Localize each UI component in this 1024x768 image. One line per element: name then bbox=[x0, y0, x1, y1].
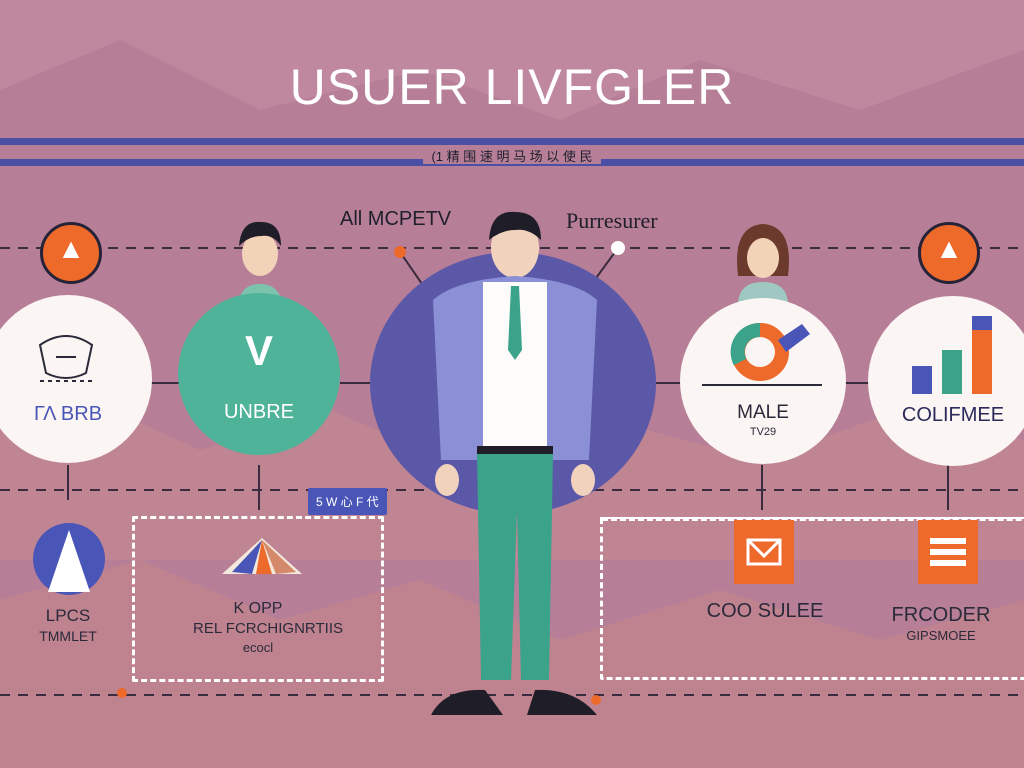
fan-icon bbox=[222, 538, 302, 574]
menu-lines-icon bbox=[930, 538, 966, 566]
basket-icon bbox=[38, 335, 94, 382]
subtitle-label: (1 精 围 速 明 马 场 以 使 民 bbox=[423, 149, 601, 164]
bottom-item2-subtitle: REL FCRCHIGNRTIIS bbox=[192, 620, 343, 637]
up-arrow-badge-right[interactable]: ▲ bbox=[918, 222, 980, 284]
card-unbre[interactable]: V UNBRE bbox=[178, 293, 340, 455]
up-arrow-icon: ▲ bbox=[57, 233, 85, 264]
bar-chart-icon bbox=[912, 316, 992, 394]
card-male-label: MALE bbox=[737, 402, 789, 423]
list-tile[interactable] bbox=[918, 520, 978, 584]
person-avatar-right bbox=[737, 224, 789, 302]
subtitle-text: (1 精 围 速 明 马 场 以 使 民 bbox=[0, 146, 1024, 165]
dashed-panel-left bbox=[132, 516, 384, 682]
bottom-item2-caption: ecocl bbox=[242, 640, 274, 655]
bottom-item1-subtitle: TMMLET bbox=[39, 628, 97, 644]
card-male[interactable]: MALE TV29 bbox=[680, 298, 846, 464]
subtitle-band: (1 精 围 速 明 马 场 以 使 民 bbox=[0, 138, 1024, 168]
up-arrow-icon: ▲ bbox=[935, 233, 963, 264]
card-colifmee-label: COLIFMEE bbox=[901, 404, 1005, 426]
card-male-sublabel: TV29 bbox=[749, 426, 777, 438]
card-colifmee[interactable]: COLIFMEE bbox=[868, 296, 1024, 466]
bottom-item4-subtitle: GIPSMOEE bbox=[906, 628, 976, 643]
cone-icon bbox=[33, 523, 105, 595]
donut-chart-icon bbox=[730, 323, 810, 381]
up-arrow-badge-left[interactable]: ▲ bbox=[40, 222, 102, 284]
card-brb[interactable]: ΓΛ BRB bbox=[0, 295, 152, 463]
info-tag[interactable]: 5 W 心 F 代 bbox=[308, 488, 387, 515]
bottom-item4-title: FRCODER bbox=[891, 604, 991, 626]
card-unbre-icon: V bbox=[244, 327, 273, 374]
band-stripe-top bbox=[0, 138, 1024, 145]
bottom-item3-label: COO SULEE bbox=[706, 600, 824, 622]
label-top-right: Purresurer bbox=[566, 208, 658, 233]
card-unbre-label: UNBRE bbox=[223, 401, 294, 423]
envelope-icon bbox=[746, 538, 782, 566]
bottom-item1-title: LPCS bbox=[45, 606, 91, 625]
dashed-panel-right bbox=[600, 518, 1024, 680]
page-title: USUER LIVFGLER bbox=[289, 59, 735, 115]
label-top-left: All MCPETV bbox=[340, 208, 452, 230]
main-person-figure bbox=[431, 211, 597, 715]
person-avatar-left bbox=[237, 221, 283, 309]
mail-tile[interactable] bbox=[734, 520, 794, 584]
bottom-item2-title: K OPP bbox=[233, 600, 283, 617]
card-brb-label: ΓΛ BRB bbox=[33, 403, 103, 425]
card-male-divider bbox=[702, 384, 822, 386]
